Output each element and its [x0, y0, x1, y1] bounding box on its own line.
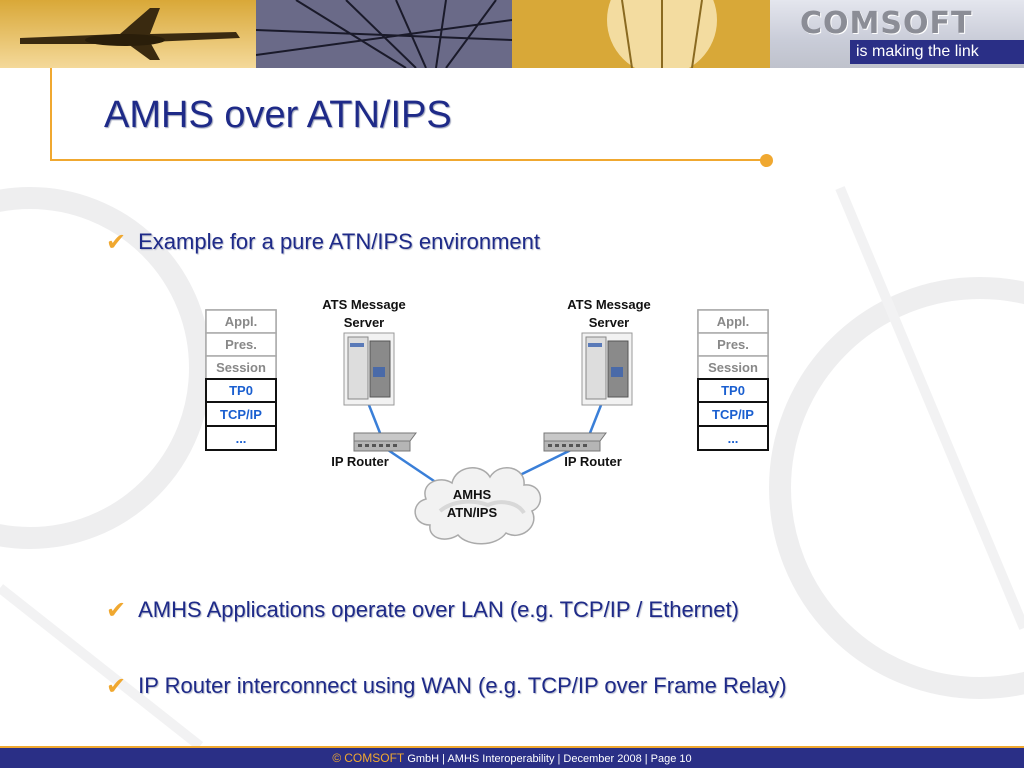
copyright-symbol: ©: [332, 751, 342, 765]
airplane-photo: [0, 0, 256, 68]
company-logo: COMSOFT is making the link: [770, 0, 1024, 68]
network-cloud-icon: [414, 467, 542, 545]
cloud-label-line2: ATN/IPS: [447, 505, 498, 520]
bullet-item: ✔ Example for a pure ATN/IPS environment: [106, 228, 540, 256]
router-left-label: IP Router: [331, 454, 389, 469]
slide-footer: © COMSOFT GmbH | AMHS Interoperability |…: [0, 746, 1024, 768]
tower-photo: [512, 0, 770, 68]
network-diagram: Appl. Pres. Session TP0 TCP/IP ... Appl.…: [205, 297, 769, 545]
stack-layer-pres: Pres.: [225, 337, 257, 352]
stack-layer-tcpip: TCP/IP: [712, 407, 754, 422]
stack-layer-session: Session: [708, 360, 758, 375]
title-rule-dot: [760, 154, 773, 167]
stack-layer-tp0: TP0: [721, 383, 745, 398]
logo-name: COMSOFT: [800, 6, 973, 41]
stack-layer-appl: Appl.: [225, 314, 258, 329]
stack-layer-more: ...: [728, 431, 739, 446]
stack-layer-tcpip: TCP/IP: [220, 407, 262, 422]
left-protocol-stack: Appl. Pres. Session TP0 TCP/IP ...: [205, 309, 277, 451]
bullet-text: Example for a pure ATN/IPS environment: [138, 229, 540, 254]
checkmark-icon: ✔: [106, 596, 127, 624]
background-decoration: [0, 186, 1024, 746]
router-left-icon: [353, 432, 417, 452]
checkmark-icon: ✔: [106, 228, 127, 256]
stack-layer-session: Session: [216, 360, 266, 375]
server-right-label-line1: ATS Message: [567, 297, 651, 312]
stack-layer-pres: Pres.: [717, 337, 749, 352]
slide-title: AMHS over ATN/IPS: [104, 94, 452, 136]
checkmark-icon: ✔: [106, 672, 127, 700]
cloud-label-line1: AMHS: [453, 487, 492, 502]
header-banner: COMSOFT is making the link: [0, 0, 1024, 68]
server-left-icon: [343, 332, 395, 406]
stack-layer-appl: Appl.: [717, 314, 750, 329]
router-right-icon: [543, 432, 607, 452]
server-left-label-line1: ATS Message: [322, 297, 406, 312]
title-rule-vertical: [50, 68, 52, 160]
title-rule-horizontal: [50, 159, 768, 161]
bullet-item: ✔ AMHS Applications operate over LAN (e.…: [106, 596, 739, 624]
router-right-label: IP Router: [564, 454, 622, 469]
footer-text: GmbH | AMHS Interoperability | December …: [407, 753, 692, 765]
right-protocol-stack: Appl. Pres. Session TP0 TCP/IP ...: [697, 309, 769, 451]
bullet-item: ✔ IP Router interconnect using WAN (e.g.…: [106, 672, 787, 700]
stack-layer-tp0: TP0: [229, 383, 253, 398]
bullet-text: IP Router interconnect using WAN (e.g. T…: [138, 673, 787, 698]
server-left-label-line2: Server: [344, 315, 384, 330]
server-right-label-line2: Server: [589, 315, 629, 330]
stack-layer-more: ...: [236, 431, 247, 446]
radar-antenna-photo: [256, 0, 512, 68]
server-right-icon: [581, 332, 633, 406]
bullet-text: AMHS Applications operate over LAN (e.g.…: [138, 597, 739, 622]
logo-tagline: is making the link: [850, 40, 1024, 64]
footer-brand: COMSOFT: [344, 751, 405, 765]
